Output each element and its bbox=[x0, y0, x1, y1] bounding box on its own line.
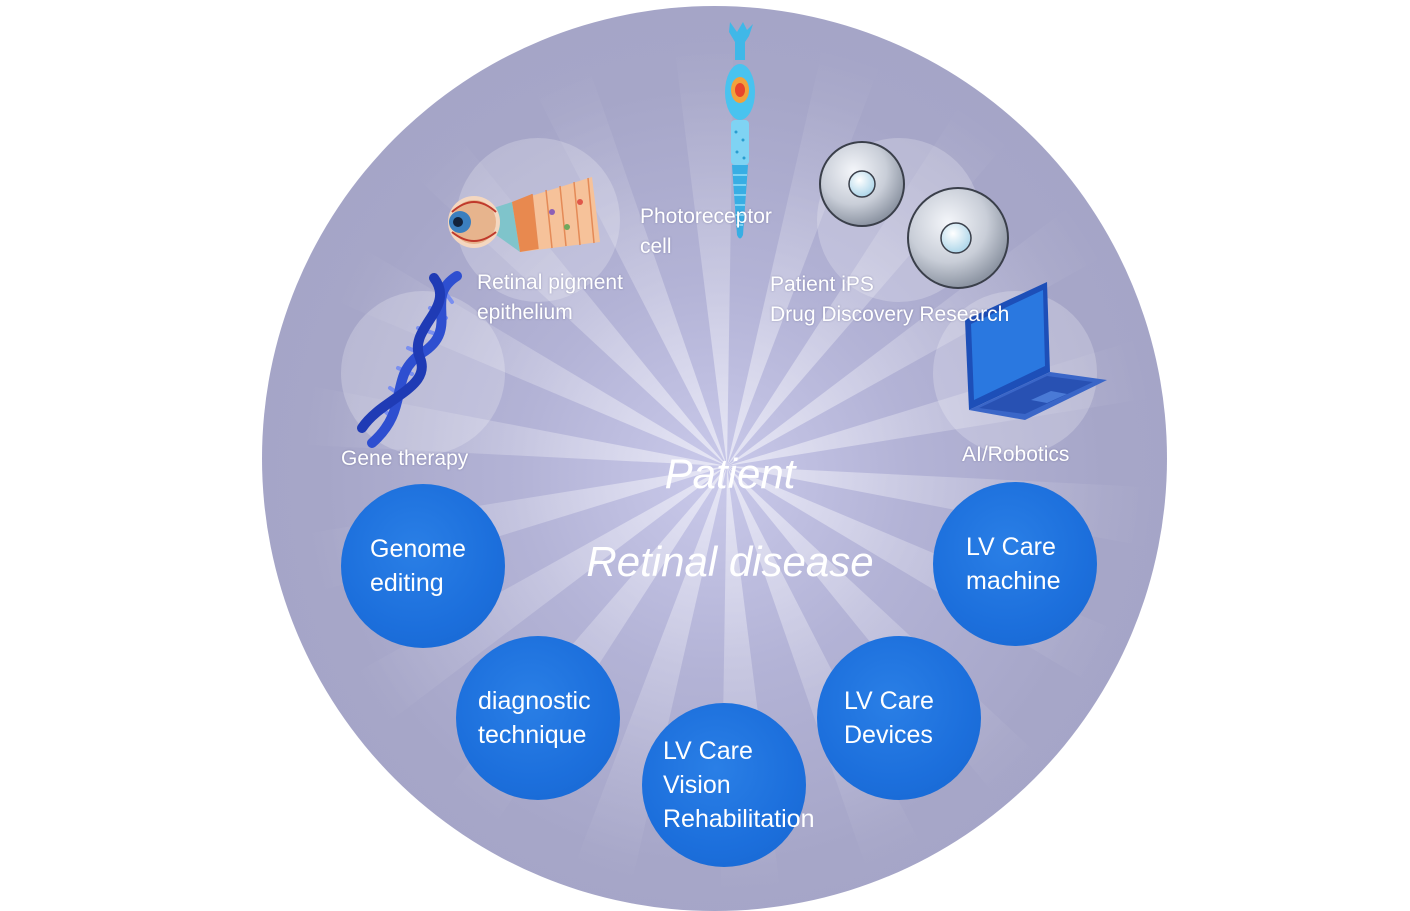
node-diagnostic-technique: diagnostic technique bbox=[456, 636, 620, 800]
rpe-label: Retinal pigment epithelium bbox=[477, 271, 623, 324]
light-ray bbox=[526, 50, 727, 467]
node-diagnostic-label: diagnostic technique bbox=[478, 687, 591, 749]
light-ray bbox=[321, 240, 727, 466]
center-title-line1: Patient bbox=[664, 450, 796, 497]
light-ray bbox=[727, 336, 1162, 466]
light-ray bbox=[727, 37, 884, 466]
eye-retina-icon bbox=[448, 177, 600, 252]
light-ray bbox=[570, 466, 727, 895]
ips-label: Patient iPS Drug Discovery Research bbox=[770, 273, 1010, 326]
light-ray bbox=[342, 466, 727, 732]
light-ray bbox=[727, 200, 1112, 466]
node-devices-label: LV Care Devices bbox=[844, 687, 934, 749]
ai-robotics-label: AI/Robotics bbox=[962, 443, 1070, 466]
node-lv-care-devices: LV Care Devices bbox=[817, 636, 981, 800]
laptop-icon bbox=[965, 282, 1107, 420]
light-ray bbox=[727, 96, 1015, 467]
node-lv-care-machine: LV Care machine bbox=[933, 482, 1097, 646]
ips-cells-icon bbox=[819, 141, 1009, 289]
node-genome-editing-label: Genome editing bbox=[370, 535, 466, 597]
node-genome-editing: Genome editing bbox=[341, 484, 505, 648]
node-vision-rehab-label: LV Care Vision Rehabilitation bbox=[663, 737, 815, 833]
center-title: Patient Retinal disease bbox=[560, 408, 900, 628]
node-vision-rehabilitation: LV Care Vision Rehabilitation bbox=[642, 703, 815, 867]
center-title-line2: Retinal disease bbox=[586, 538, 874, 585]
light-ray bbox=[672, 26, 734, 466]
gene-therapy-label: Gene therapy bbox=[341, 447, 469, 470]
photoreceptor-label: Photoreceptor cell bbox=[640, 205, 772, 258]
photoreceptor-cell-icon bbox=[725, 22, 755, 239]
dna-helix-icon bbox=[357, 271, 462, 448]
node-machine-label: LV Care machine bbox=[966, 533, 1061, 595]
